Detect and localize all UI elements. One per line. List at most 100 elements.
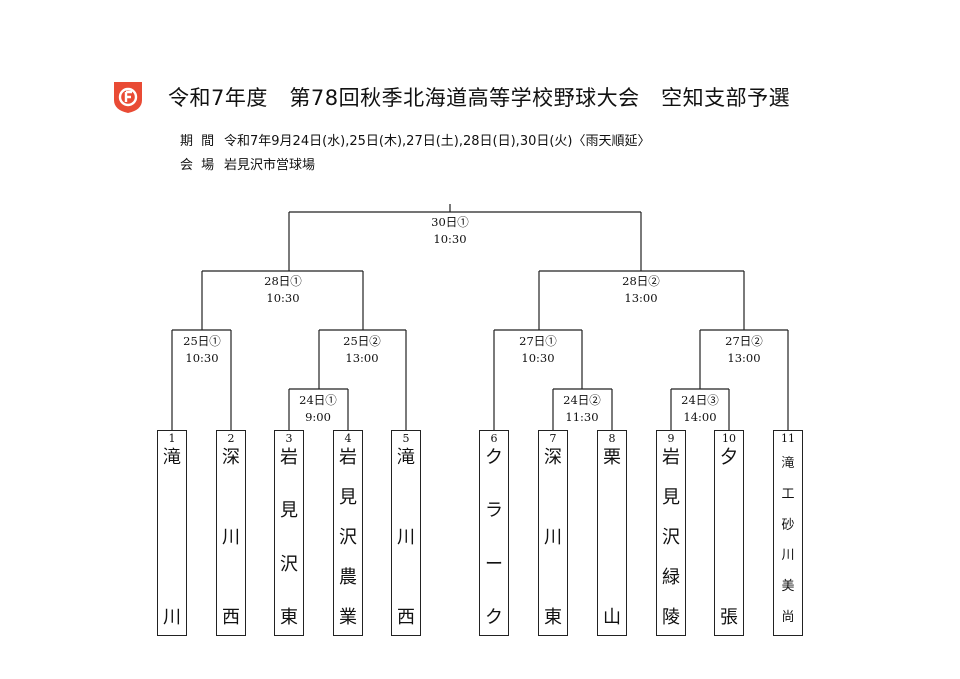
team-name-char: ラ	[485, 500, 503, 522]
team-name: 栗 山	[598, 447, 626, 629]
team-name: 深 川 西	[217, 447, 245, 629]
team-name-char	[609, 527, 615, 549]
team-name-char	[169, 527, 175, 549]
period-label: 期 間	[180, 134, 217, 149]
team-box-9: 9 岩見沢緑陵	[656, 430, 686, 636]
team-box-3: 3 岩見沢東	[274, 430, 304, 636]
team-name-char	[403, 487, 409, 509]
team-name-char: 西	[397, 607, 415, 628]
team-name: 滝 川	[158, 447, 186, 629]
game-date: 27日①	[519, 334, 557, 348]
game-label-final: 30日① 10:30	[410, 214, 490, 248]
game-time: 10:30	[433, 232, 467, 246]
game-time: 9:00	[305, 410, 331, 424]
team-name-char	[228, 487, 234, 509]
team-box-7: 7 深 川 東	[538, 430, 568, 636]
team-name-char: 美	[781, 579, 795, 595]
game-time: 14:00	[683, 410, 717, 424]
team-name-char	[169, 487, 175, 509]
team-name-char: 農	[339, 567, 357, 588]
team-name-char: 岩	[662, 447, 680, 468]
team-name-char: ク	[485, 606, 503, 628]
team-name-char: 川	[163, 607, 181, 628]
team-name: 岩見沢農業	[334, 447, 362, 629]
team-name-char: 尚	[781, 609, 795, 625]
game-date: 30日①	[431, 215, 469, 229]
game-label-g2: 24日② 11:30	[542, 392, 622, 426]
team-name-char	[403, 567, 409, 589]
team-number: 11	[781, 432, 795, 445]
venue-row: 会 場岩見沢市営球場	[180, 154, 315, 173]
venue-value: 岩見沢市営球場	[224, 158, 316, 173]
team-name-char: 夕	[720, 447, 738, 468]
team-name-char: 砂	[781, 517, 795, 533]
team-name: 夕 張	[715, 447, 743, 629]
page-title: 令和7年度 第78回秋季北海道高等学校野球大会 空知支部予選	[168, 86, 791, 110]
team-number: 2	[227, 432, 235, 445]
team-name-char	[726, 527, 732, 549]
team-name-char: 見	[339, 487, 357, 508]
team-name: 岩見沢緑陵	[657, 447, 685, 629]
team-name-char: 滝	[163, 447, 181, 468]
team-name-char: 緑	[662, 567, 680, 588]
team-name-char: 山	[603, 607, 621, 628]
team-name-char: 業	[339, 607, 357, 628]
team-name-char	[726, 567, 732, 589]
game-time: 11:30	[565, 410, 599, 424]
team-name: クラーク	[480, 447, 508, 629]
game-label-g7: 27日② 13:00	[704, 333, 784, 367]
team-name-char: 川	[544, 527, 562, 548]
team-name: 滝 川 西	[392, 447, 420, 629]
team-name-char	[169, 567, 175, 589]
period-value: 令和7年9月24日(水),25日(木),27日(土),28日(日),30日(火)…	[224, 134, 651, 149]
team-name-char: 見	[280, 500, 298, 522]
team-name-char: 沢	[339, 527, 357, 548]
team-number: 3	[285, 432, 293, 445]
team-box-2: 2 深 川 西	[216, 430, 246, 636]
game-label-g9: 28日② 13:00	[601, 273, 681, 307]
game-label-g8: 28日① 10:30	[243, 273, 323, 307]
team-box-10: 10 夕 張	[714, 430, 744, 636]
team-number: 1	[168, 432, 176, 445]
game-label-g6: 27日① 10:30	[498, 333, 578, 367]
team-number: 9	[667, 432, 675, 445]
game-time: 10:30	[521, 351, 555, 365]
team-name-char	[550, 487, 556, 509]
game-label-g3: 24日③ 14:00	[660, 392, 740, 426]
team-name-char: 張	[720, 607, 738, 628]
game-time: 10:30	[266, 291, 300, 305]
game-time: 13:00	[345, 351, 379, 365]
team-name-char	[609, 567, 615, 589]
team-name-char: 沢	[280, 553, 298, 575]
team-box-1: 1 滝 川	[157, 430, 187, 636]
team-number: 10	[722, 432, 736, 445]
game-date: 27日②	[725, 334, 763, 348]
team-name: 岩見沢東	[275, 447, 303, 629]
team-number: 6	[490, 432, 498, 445]
game-date: 24日②	[563, 393, 601, 407]
team-name-char	[726, 487, 732, 509]
team-name-char: 滝	[781, 456, 795, 471]
team-name-char: ー	[485, 553, 503, 575]
team-name-char: 東	[544, 607, 562, 628]
team-number: 7	[549, 432, 557, 445]
team-name-char: 深	[222, 447, 240, 468]
team-name-char	[609, 487, 615, 509]
team-name-char: 滝	[397, 447, 415, 468]
federation-logo-icon	[114, 82, 142, 113]
team-name-char: 沢	[662, 527, 680, 548]
team-name-char: ク	[485, 447, 503, 468]
team-name-char: 見	[662, 487, 680, 508]
game-label-g4: 25日① 10:30	[162, 333, 242, 367]
team-name-char: 岩	[339, 447, 357, 468]
game-date: 25日②	[343, 334, 381, 348]
team-name-char: 東	[280, 606, 298, 628]
period-row: 期 間令和7年9月24日(水),25日(木),27日(土),28日(日),30日…	[180, 130, 651, 149]
team-name: 深 川 東	[539, 447, 567, 629]
team-name-char: 岩	[280, 447, 298, 468]
team-name-char: 川	[222, 527, 240, 548]
